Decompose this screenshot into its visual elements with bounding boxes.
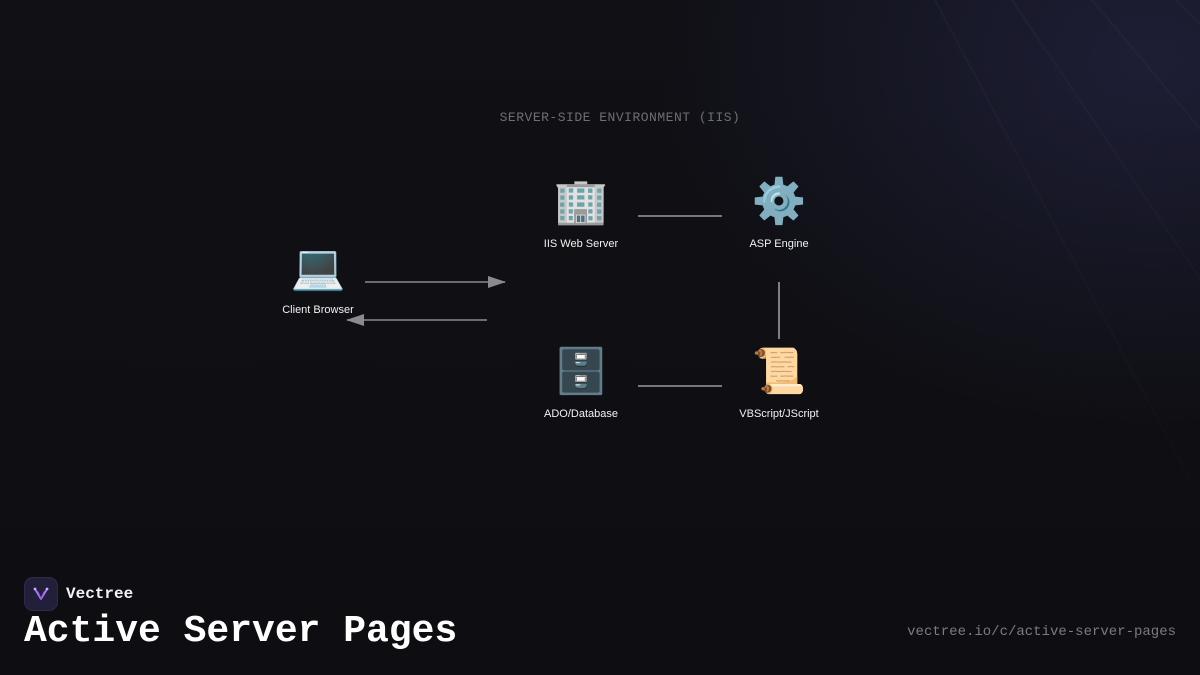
scroll-icon: 📜 <box>751 346 807 397</box>
node-iis-web-server[interactable]: 🏢 IIS Web Server <box>511 176 651 250</box>
office-building-icon: 🏢 <box>553 176 609 227</box>
brand[interactable]: Vectree <box>24 577 133 611</box>
node-asp-engine[interactable]: ⚙️ ASP Engine <box>709 176 849 250</box>
node-label: IIS Web Server <box>543 238 619 250</box>
node-label: ASP Engine <box>749 238 809 250</box>
environment-label: SERVER-SIDE ENVIRONMENT (IIS) <box>499 110 741 125</box>
page-url[interactable]: vectree.io/c/active-server-pages <box>907 624 1176 640</box>
node-client-browser[interactable]: 💻 Client Browser <box>248 242 388 316</box>
node-ado-database[interactable]: 🗄️ ADO/Database <box>511 346 651 420</box>
vectree-logo-icon <box>24 577 58 611</box>
file-cabinet-icon: 🗄️ <box>553 346 609 397</box>
gear-icon: ⚙️ <box>751 176 807 227</box>
brand-name: Vectree <box>66 585 134 603</box>
page-title: Active Server Pages <box>24 610 458 653</box>
laptop-icon: 💻 <box>290 242 346 293</box>
node-label: ADO/Database <box>544 408 618 420</box>
node-label: VBScript/JScript <box>739 408 819 420</box>
node-vbscript-jscript[interactable]: 📜 VBScript/JScript <box>709 346 849 420</box>
node-label: Client Browser <box>282 304 354 316</box>
